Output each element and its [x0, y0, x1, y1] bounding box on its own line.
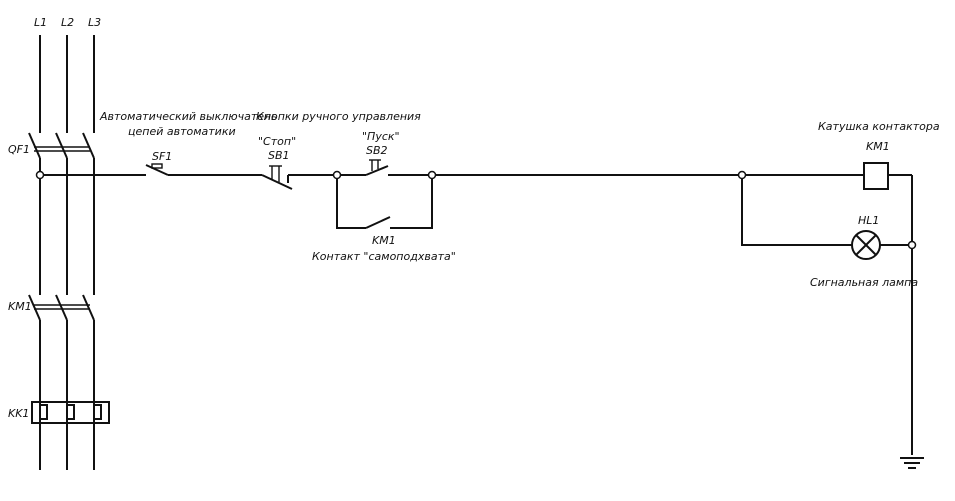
self-hold-caption: Контакт "самоподхвата" [312, 250, 456, 263]
phase-label-l2: L2 [61, 16, 74, 29]
power-lines [28, 35, 110, 470]
control-circuit [35, 159, 924, 469]
coil-label: KM1 [866, 140, 890, 153]
sb1-name: "Стоп" [258, 135, 296, 148]
sb2-label: SB2 [366, 144, 388, 157]
phase-label-l1: L1 [34, 16, 47, 29]
sb1-label: SB1 [268, 149, 290, 162]
kk1-label: KK1 [8, 407, 29, 420]
sf1-label: SF1 [152, 150, 172, 163]
self-hold-label: KM1 [372, 234, 396, 247]
lamp-label: HL1 [858, 214, 879, 227]
sb2-name: "Пуск" [362, 130, 400, 143]
km1-power-label: KM1 [8, 300, 32, 313]
lamp-caption: Сигнальная лампа [810, 276, 918, 289]
coil-caption: Катушка контактора [818, 120, 940, 133]
qf1-label: QF1 [8, 143, 30, 156]
buttons-title: Кнопки ручного управления [256, 110, 421, 123]
phase-label-l3: L3 [88, 16, 101, 29]
ground-icon [900, 457, 924, 469]
sf1-title-line1: Автоматический выключатель [99, 110, 278, 123]
sf1-title-line2: цепей автоматики [128, 125, 236, 138]
